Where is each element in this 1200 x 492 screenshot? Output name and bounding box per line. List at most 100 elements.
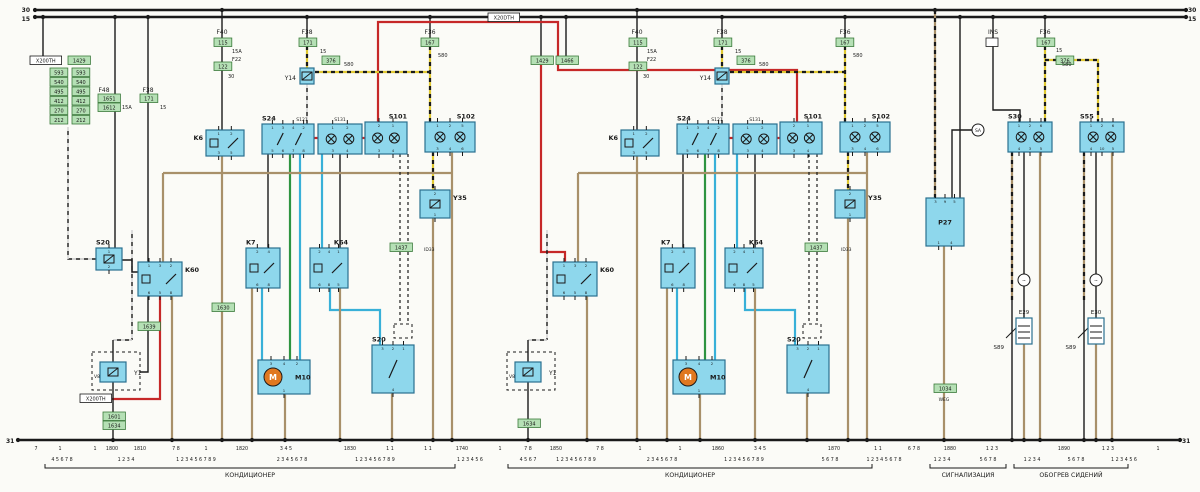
pin-row-1-text: 5 6 7 8 [822, 457, 839, 463]
pin-row-0-text: 1 [498, 446, 501, 452]
relay-contact-icon [227, 137, 239, 149]
motor-icon [678, 367, 698, 387]
wire-black-58 [1077, 326, 1090, 339]
junction-dot [145, 14, 151, 20]
S102-left-pin-number: 6 [461, 146, 464, 151]
tag-box [517, 418, 541, 428]
lamp-icon [372, 132, 384, 144]
M10-mid-pin-number: 2 [711, 361, 714, 366]
label: 15 [1056, 48, 1062, 54]
pin-row-1-text: 1 2 3 4 5 6 7 8 9 [556, 457, 596, 463]
tag-box [713, 37, 733, 47]
pin-row-1-text: 1 2 3 4 5 6 7 8 9 [176, 457, 216, 463]
junction-dot [32, 14, 38, 20]
tag-1612-15: 1612 [97, 102, 121, 112]
section-label: ОБОГРЕВ СИДЕНИЙ [1039, 470, 1103, 479]
junction-dot [584, 437, 590, 443]
tag-text: 1429 [73, 58, 86, 64]
tag-text: 167 [840, 40, 850, 46]
lamp-icon [1033, 131, 1045, 143]
Y35-mid-label: Y35 [867, 194, 882, 202]
tag-text: 1466 [561, 58, 574, 64]
label: F22 [232, 57, 241, 63]
dashed-outline-2 [393, 323, 413, 339]
pin-row-0-text: 1 2 3 [986, 446, 998, 452]
K7-left-pin-number: 6 [256, 282, 259, 287]
tag-box [79, 393, 113, 403]
M10-mid-pin-number: 1 [698, 388, 701, 393]
label: F40 [631, 29, 642, 36]
S20b-mid-label: S20 [787, 336, 801, 344]
lamp-icon [1106, 133, 1115, 141]
junction-dot [990, 14, 996, 20]
circle-symbol-text: SA [975, 128, 982, 134]
tag-box [804, 242, 828, 252]
switch-icon [276, 132, 284, 146]
K6-left-pin-number: 5 [230, 150, 233, 155]
label: 580 [759, 62, 769, 68]
tag-text: 1651 [103, 96, 116, 102]
K60-left-label: K60 [185, 266, 200, 274]
lamp-icon [1089, 133, 1098, 141]
lamp-icon [759, 135, 768, 143]
S24-mid-pin-number: 6 [697, 148, 700, 153]
S20b-left-pin-number: 4 [392, 387, 395, 392]
M10-mid-pin-number: 3 [685, 361, 688, 366]
tag-167-35: 167 [835, 37, 855, 47]
Y35-left-label: Y35 [452, 194, 467, 202]
wire-cyan-67 [743, 288, 797, 345]
tag-text: 270 [76, 108, 86, 114]
lamp-icon [787, 132, 799, 144]
wire-black-46 [951, 129, 972, 198]
tag-box [835, 37, 855, 47]
tag-text: 1630 [217, 305, 230, 311]
pin-row-0-text: 1 [58, 446, 61, 452]
tag-171-16: 171 [139, 93, 159, 103]
label: 15 [1188, 16, 1196, 23]
tag-270-11: 270 [71, 105, 91, 115]
pin-row-0-text: 1800 [106, 446, 118, 452]
Y35-mid-pin-number: 1 [849, 212, 852, 217]
relay-contact-icon [746, 262, 758, 274]
circle-symbol-body [971, 123, 985, 137]
pin-row-0-text: 1 1 [424, 446, 432, 452]
junction-dot [1183, 7, 1189, 13]
K64-left-pin-number: 4 [328, 249, 331, 254]
E30-body [1087, 317, 1105, 345]
K64-mid-pin-number: 6 [733, 282, 736, 287]
coil-icon [103, 254, 115, 264]
K7-mid-body [660, 247, 696, 289]
S102-mid-pin-number: 6 [876, 146, 879, 151]
K6-left-pin-number: 2 [230, 131, 233, 136]
junction-dot [219, 437, 225, 443]
S24-left-pin-number: 1 [271, 125, 274, 130]
relay-coil-icon [556, 274, 566, 284]
coil-icon [716, 71, 728, 81]
tag-540-4: 540 [49, 77, 69, 87]
tag-box [49, 86, 69, 96]
S24-left-pin-number: 7 [292, 148, 295, 153]
label: 15 [735, 49, 741, 55]
lamp-icon [327, 135, 336, 143]
K64-left-pin-number: 6 [318, 282, 321, 287]
K7-mid-label: K7 [661, 239, 671, 247]
wire-red-17 [376, 20, 799, 122]
junction-dot [40, 14, 46, 20]
switch-icon [691, 132, 699, 146]
K7-mid-pin-number: 4 [682, 249, 685, 254]
tag-box [49, 77, 69, 87]
section-bracket-2 [929, 464, 1007, 469]
tag-593-2: 593 [49, 67, 69, 77]
tag-box [389, 242, 413, 252]
relay-contact-icon [580, 273, 592, 285]
K7-left-label: K7 [246, 239, 256, 247]
tag-box [985, 37, 999, 47]
S24-left-body [261, 123, 315, 155]
switch-icon [388, 359, 398, 379]
S24-mid-pin-number: 1 [686, 125, 689, 130]
tag-box [298, 37, 318, 47]
